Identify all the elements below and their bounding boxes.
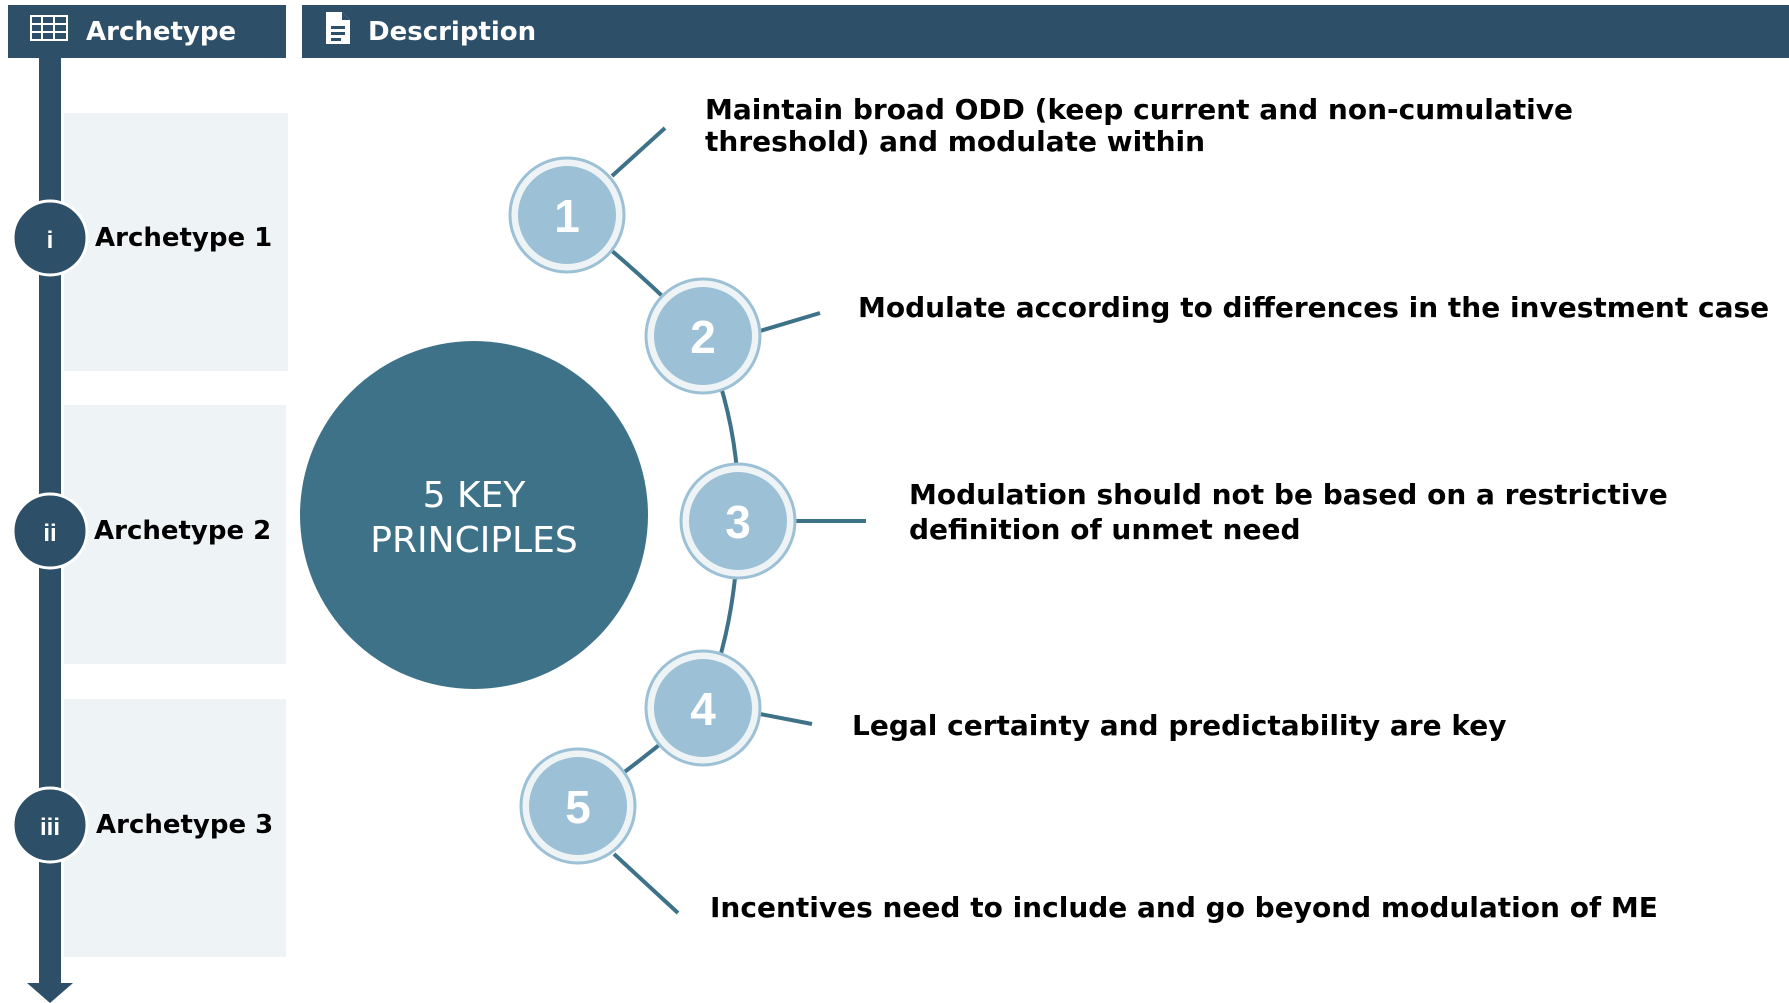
archetype-header: Archetype: [8, 5, 286, 58]
principle-number: 5: [565, 781, 591, 833]
description-header-label: Description: [368, 16, 537, 47]
table-icon: [30, 15, 68, 48]
archetype-label-2: Archetype 2: [94, 516, 272, 546]
archetype-numeral: i: [47, 227, 54, 254]
leader-line-5: [612, 852, 680, 915]
archetype-marker-3: iii: [11, 786, 89, 864]
principle-text-2: Modulate according to differences in the…: [858, 291, 1770, 324]
principle-text-1: Maintain broad ODD (keep current and non…: [705, 93, 1573, 158]
archetype-marker-1: i: [11, 199, 89, 277]
archetype-panel: [64, 405, 286, 664]
timeline-arrow: [27, 983, 73, 1003]
principle-text-3: Modulation should not be based on a rest…: [909, 478, 1668, 546]
principle-number: 1: [554, 190, 580, 242]
principle-number-2: 2: [644, 277, 762, 395]
center-title-line1: 5 KEY: [423, 475, 527, 516]
center-title-line2: PRINCIPLES: [370, 520, 577, 561]
principle-number: 2: [690, 311, 716, 363]
archetype-label-1: Archetype 1: [95, 223, 273, 253]
archetype-label-3: Archetype 3: [96, 810, 274, 840]
archetype-panel: [64, 699, 286, 957]
principle-text-5: Incentives need to include and go beyond…: [710, 891, 1658, 924]
principle-number: 4: [690, 683, 716, 735]
principle-number-5: 5: [519, 747, 637, 865]
archetype-panel: [64, 113, 288, 371]
principle-number: 3: [725, 496, 751, 548]
principle-text-4: Legal certainty and predictability are k…: [852, 709, 1507, 742]
leader-line-2: [759, 311, 821, 333]
principle-number-4: 4: [644, 649, 762, 767]
center-circle: 5 KEY PRINCIPLES: [300, 341, 648, 689]
principle-number-1: 1: [508, 156, 626, 274]
document-icon: [324, 10, 352, 53]
leader-line-4: [759, 712, 813, 726]
principle-number-3: 3: [679, 462, 797, 580]
leader-line-1: [610, 126, 667, 178]
description-header: Description: [302, 5, 1789, 58]
archetype-numeral: iii: [40, 814, 60, 841]
archetype-marker-2: ii: [11, 492, 89, 570]
archetype-numeral: ii: [43, 520, 56, 547]
archetype-header-label: Archetype: [86, 16, 237, 47]
